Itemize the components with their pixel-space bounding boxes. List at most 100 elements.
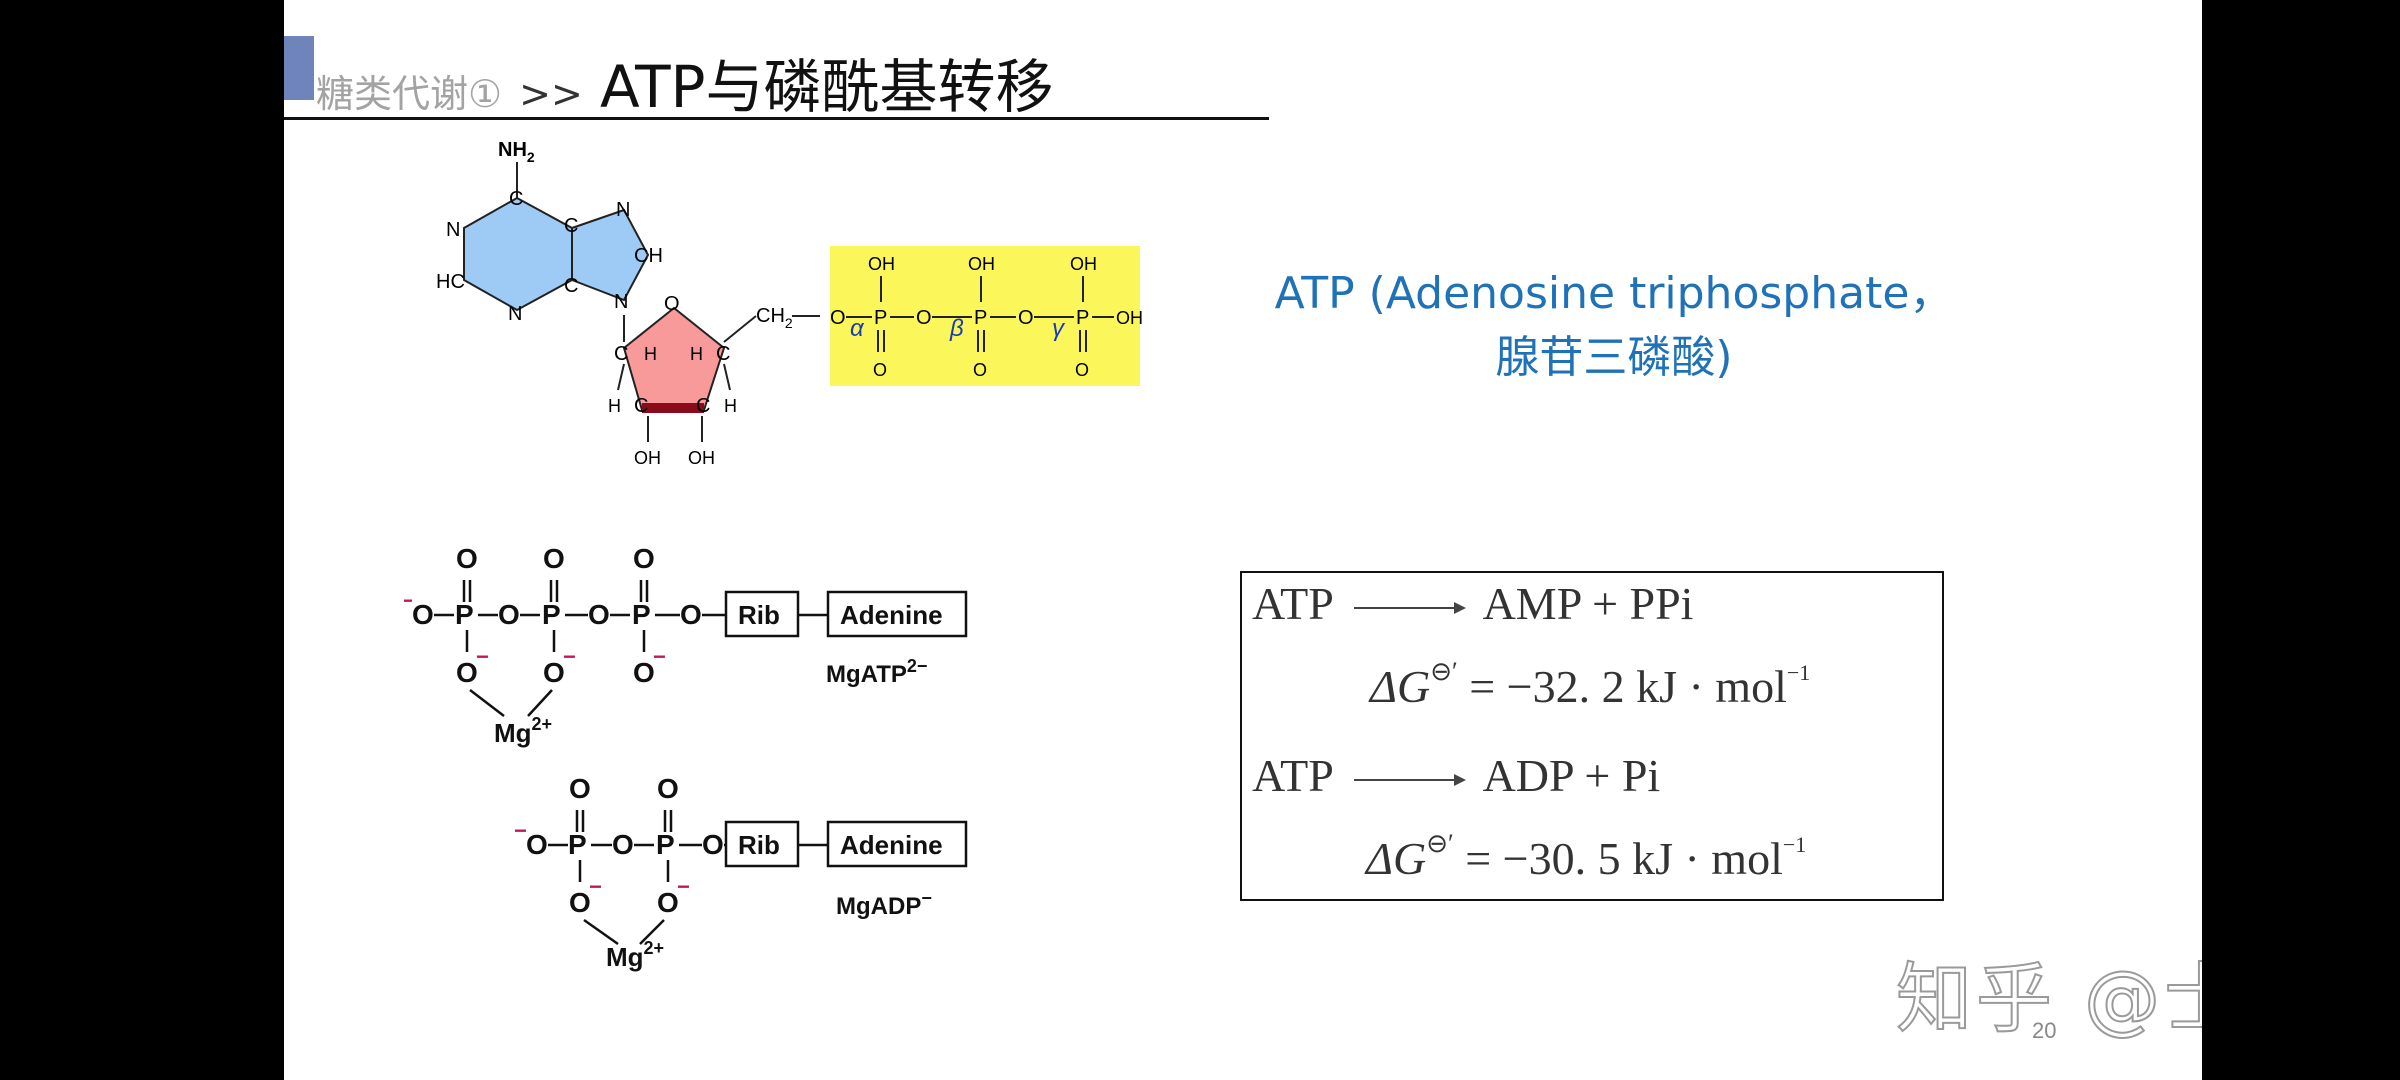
atom-label: N (508, 303, 522, 325)
svg-text:P: P (542, 599, 561, 630)
atom-label: C (564, 215, 578, 237)
svg-text:O: O (543, 657, 565, 688)
svg-text:O: O (456, 543, 478, 574)
atom-label: H (690, 344, 703, 364)
svg-text:−: − (563, 644, 576, 669)
atp-caption: ATP (Adenosine triphosphate， 腺苷三磷酸) (1264, 262, 1964, 390)
svg-text:−: − (589, 874, 602, 899)
svg-text:O: O (633, 657, 655, 688)
atom-label: C (716, 343, 730, 365)
atom-label: HC (436, 271, 465, 293)
svg-text:O: O (543, 543, 565, 574)
mgatp-complex: − O P O O − O P O O − O P O (404, 543, 968, 748)
svg-text:Adenine: Adenine (840, 830, 943, 860)
svg-text:OH: OH (868, 254, 895, 274)
svg-text:O: O (916, 307, 932, 329)
equation-2-delta-g: ΔG⊖′ = −30. 5 kJ · mol−1 (1366, 829, 1807, 884)
atp-structure-diagram: NH2 C N C N CH C HC N N O C C C C H H H … (436, 139, 1143, 468)
atom-label: C (564, 275, 578, 297)
equation-1-reaction: ATP AMP + PPi (1252, 577, 1693, 630)
svg-text:MgATP2−: MgATP2− (826, 656, 927, 688)
slide-title: ATP与磷酰基转移 (599, 53, 1054, 121)
page-number: 20 (2032, 1018, 2057, 1043)
atom-label: N (614, 291, 628, 313)
title-underline (284, 117, 1269, 120)
svg-text:O: O (702, 829, 724, 860)
svg-text:−: − (476, 644, 489, 669)
atom-label: OH (634, 448, 661, 468)
svg-text:O: O (412, 599, 434, 630)
products: ADP + Pi (1482, 750, 1661, 801)
reactant: ATP (1252, 578, 1333, 629)
svg-text:P: P (455, 599, 474, 630)
svg-text:−: − (653, 644, 666, 669)
equation-box: ATP AMP + PPi ΔG⊖′ = −32. 2 kJ · mol−1 A… (1240, 571, 1944, 901)
svg-text:O: O (612, 829, 634, 860)
zhihu-watermark: 知乎 @士博士 (1895, 953, 2202, 1044)
beta-label: β (949, 315, 964, 342)
svg-text:Mg2+: Mg2+ (606, 938, 664, 972)
reaction-arrow-icon (1353, 774, 1466, 787)
svg-text:O: O (526, 829, 548, 860)
atom-label: C (696, 395, 710, 417)
adenine-pyrimidine-ring (463, 196, 573, 312)
reactant: ATP (1252, 750, 1333, 801)
svg-text:O: O (1075, 360, 1089, 380)
atom-label: C (509, 188, 523, 210)
adenine-imidazole-ring (571, 208, 650, 302)
svg-text:O: O (873, 360, 887, 380)
atom-label: O (664, 293, 680, 315)
svg-text:P: P (632, 599, 651, 630)
svg-text:O: O (657, 773, 679, 804)
atom-label: H (608, 396, 621, 416)
svg-text:O: O (588, 599, 610, 630)
svg-text:Rib: Rib (738, 600, 780, 630)
header-accent-bar (284, 36, 314, 100)
phosphate-chain: O P OH O α O P OH O β O P OH (830, 254, 1143, 380)
svg-text:−: − (404, 588, 413, 613)
svg-text:Rib: Rib (738, 830, 780, 860)
atom-label: N (446, 219, 460, 241)
svg-text:P: P (568, 829, 587, 860)
slide: 糖类代谢① >> ATP与磷酰基转移 NH2 C N C N CH C HC N… (284, 0, 2202, 1080)
svg-text:O: O (498, 599, 520, 630)
ch2-group: CH2 (756, 305, 793, 331)
caption-line-2: 腺苷三磷酸) (1495, 332, 1733, 383)
svg-text:O: O (973, 360, 987, 380)
svg-text:O: O (569, 773, 591, 804)
svg-text:Adenine: Adenine (840, 600, 943, 630)
gamma-label: γ (1052, 315, 1066, 342)
svg-text:OH: OH (968, 254, 995, 274)
breadcrumb-separator: >> (519, 72, 583, 116)
phosphate-highlight (830, 246, 1140, 386)
atom-label: CH (634, 245, 663, 267)
svg-text:O: O (456, 657, 478, 688)
svg-text:O: O (657, 887, 679, 918)
svg-text:OH: OH (1116, 308, 1143, 328)
reaction-arrow-icon (1353, 602, 1466, 615)
svg-text:−: − (677, 874, 690, 899)
atom-label: OH (688, 448, 715, 468)
svg-text:P: P (974, 307, 987, 329)
svg-text:P: P (1076, 307, 1089, 329)
atom-label: C (634, 395, 648, 417)
svg-text:P: P (656, 829, 675, 860)
svg-text:O: O (830, 307, 846, 329)
svg-text:O: O (1018, 307, 1034, 329)
equation-1-delta-g: ΔG⊖′ = −32. 2 kJ · mol−1 (1370, 657, 1811, 712)
products: AMP + PPi (1482, 578, 1694, 629)
svg-text:Mg2+: Mg2+ (494, 714, 552, 748)
svg-text:P: P (874, 307, 887, 329)
amino-group: NH2 (498, 139, 535, 165)
mg-complex-diagram: − O P O O − O P O O − O P O (404, 543, 968, 972)
alpha-label: α (850, 315, 865, 342)
svg-text:O: O (633, 543, 655, 574)
slide-header: 糖类代谢① >> ATP与磷酰基转移 (316, 40, 1054, 124)
caption-line-1: ATP (Adenosine triphosphate， (1274, 268, 1954, 319)
atom-label: N (616, 199, 630, 221)
svg-text:OH: OH (1070, 254, 1097, 274)
mgadp-complex: − O P O O − O P O O − O Rib (514, 773, 968, 972)
equation-2-reaction: ATP ADP + Pi (1252, 749, 1660, 802)
atom-label: H (724, 396, 737, 416)
atom-label: H (644, 344, 657, 364)
